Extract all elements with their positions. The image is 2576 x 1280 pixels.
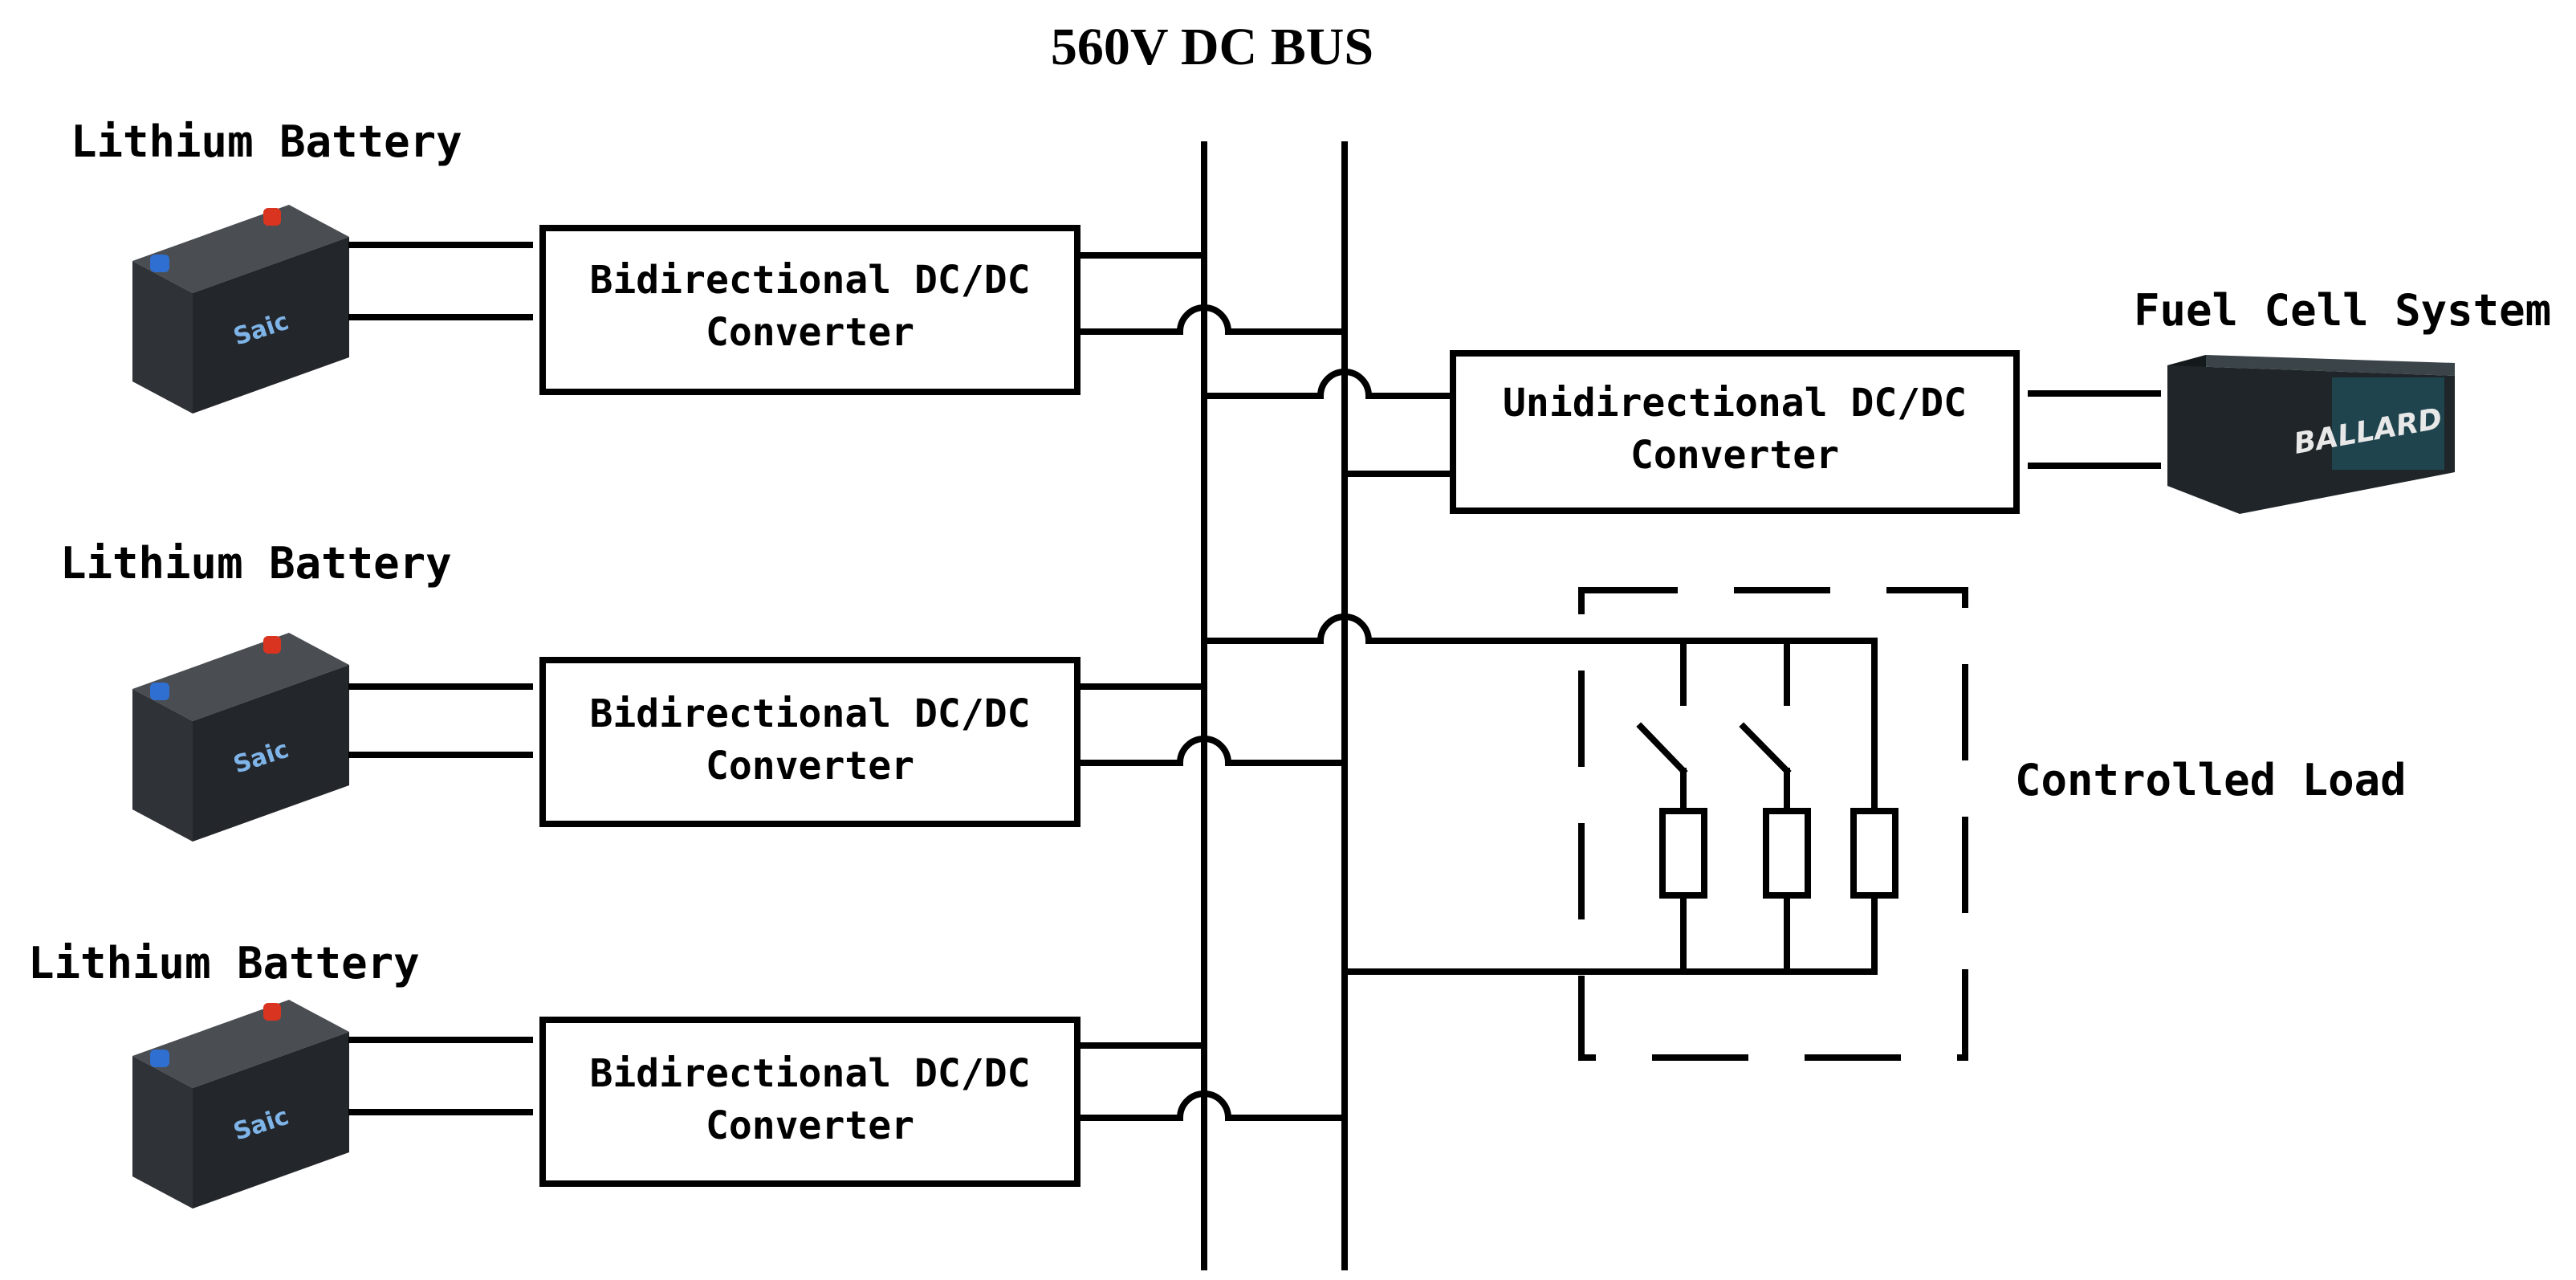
battery-2-icon: Saic [132,633,349,842]
controlled-load-boundary [1578,587,1968,1061]
converter-1-line1: Bidirectional DC/DC [589,258,1030,303]
unidirectional-converter-line1: Unidirectional DC/DC [1503,381,1967,426]
converter-2-line2: Converter [706,744,914,789]
converter-1-line2: Converter [706,310,914,355]
battery-2-label: Lithium Battery [60,538,452,589]
battery-1-icon: Saic [132,205,349,414]
fuel-cell-icon: BALLARD [2167,355,2455,514]
controlled-load-label: Controlled Load [2015,755,2407,805]
converter-3-line2: Converter [706,1103,914,1148]
unidirectional-converter-line2: Converter [1630,433,1839,478]
battery-1-label: Lithium Battery [71,116,462,167]
battery-3-label: Lithium Battery [28,938,420,989]
bidirectional-converter-2 [539,657,1080,827]
load-resistor-2 [1763,808,1811,899]
fuel-cell-positive-wire [1201,369,1456,399]
fuel-cell-label: Fuel Cell System [2134,285,2551,336]
bidirectional-converter-3 [539,1017,1080,1187]
load-positive-wire [1201,614,1878,975]
unidirectional-converter [1450,350,2020,514]
load-resistor-3 [1850,808,1898,899]
battery-3-icon: Saic [132,1000,349,1209]
converter-3-line1: Bidirectional DC/DC [589,1051,1030,1096]
load-resistor-1 [1659,808,1707,899]
bus-title: 560V DC BUS [1051,18,1373,76]
converter-2-line1: Bidirectional DC/DC [589,691,1030,736]
bidirectional-converter-1 [539,225,1080,395]
